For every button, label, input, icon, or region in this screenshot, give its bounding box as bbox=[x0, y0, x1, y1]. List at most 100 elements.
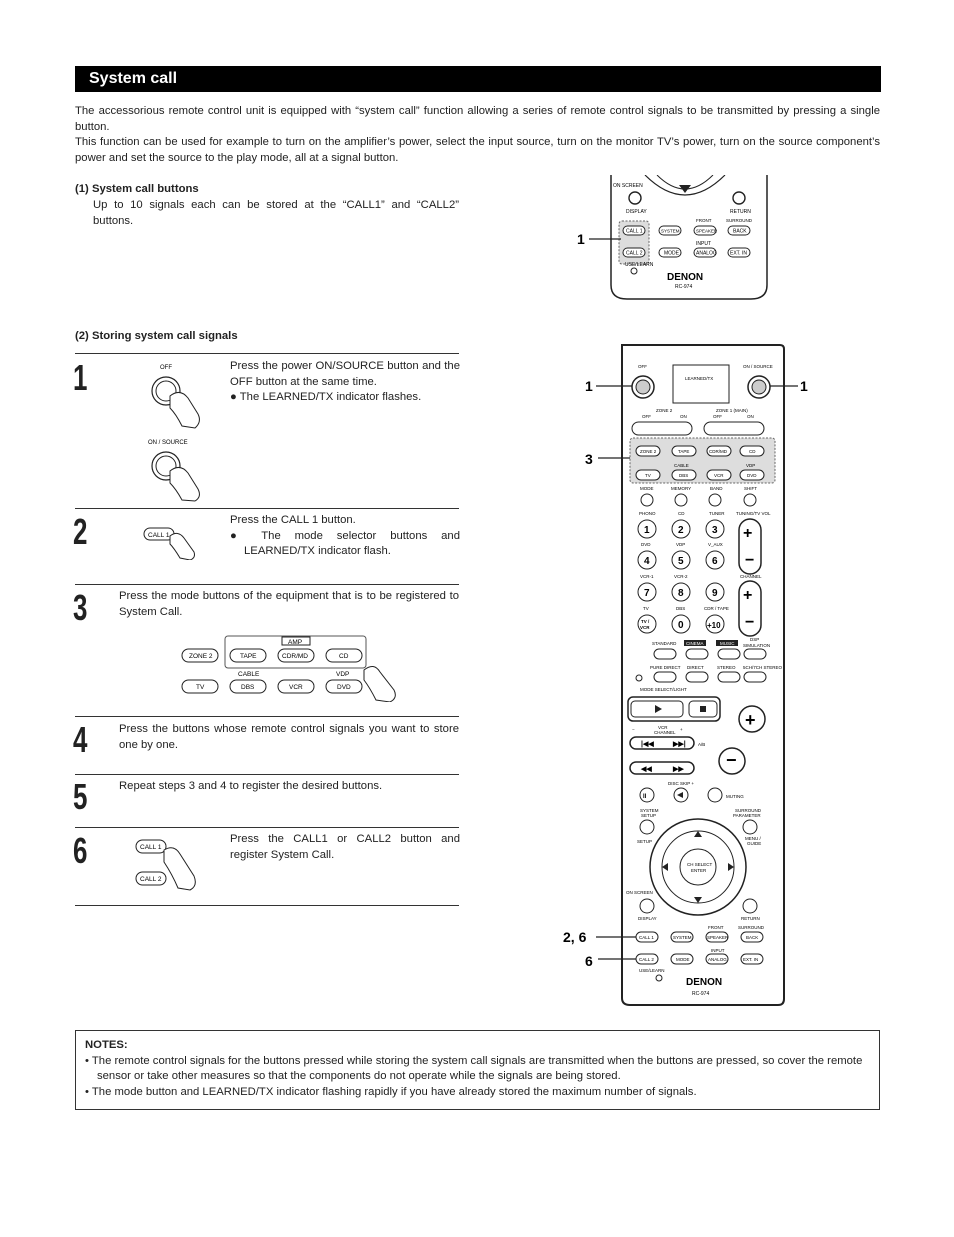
svg-text:▶▶|: ▶▶| bbox=[672, 741, 686, 748]
svg-text:SHIFT: SHIFT bbox=[744, 486, 757, 491]
step-divider bbox=[75, 774, 459, 775]
svg-text:5: 5 bbox=[678, 556, 684, 567]
svg-text:SPEAKER: SPEAKER bbox=[707, 935, 729, 940]
remote-control-figure: OFF ON / SOURCE LEARNED/TX ZONE 2 ZONE 1 … bbox=[563, 344, 808, 1006]
svg-text:VCR: VCR bbox=[714, 473, 724, 478]
remote-call-buttons-figure: ON SCREEN DISPLAY RETURN FRONT SURROUND … bbox=[577, 175, 768, 300]
svg-text:−: − bbox=[745, 552, 754, 569]
svg-text:CABLE: CABLE bbox=[674, 463, 689, 468]
svg-text:EXT. IN: EXT. IN bbox=[730, 251, 747, 257]
svg-text:ON / SOURCE: ON / SOURCE bbox=[743, 364, 773, 369]
svg-text:SETUP: SETUP bbox=[641, 813, 656, 818]
svg-text:INPUT: INPUT bbox=[711, 948, 725, 953]
svg-text:DISC SKIP +: DISC SKIP + bbox=[668, 781, 694, 786]
svg-text:CALL 2: CALL 2 bbox=[639, 957, 654, 962]
svg-text:ZONE 2: ZONE 2 bbox=[656, 408, 673, 413]
step-number: 1 bbox=[73, 357, 88, 398]
svg-text:MUSIC: MUSIC bbox=[720, 641, 735, 646]
callout-3: 3 bbox=[585, 451, 593, 467]
svg-text:RETURN: RETURN bbox=[730, 209, 751, 215]
svg-text:−: − bbox=[726, 750, 737, 770]
svg-text:OFF: OFF bbox=[713, 414, 722, 419]
remote-brand: DENON bbox=[686, 977, 722, 988]
step-number: 4 bbox=[73, 719, 88, 760]
svg-text:DVD: DVD bbox=[747, 473, 757, 478]
cdr-md-label: CDR/MD bbox=[282, 653, 308, 660]
note-item: • The mode button and LEARNED/TX indicat… bbox=[85, 1085, 697, 1098]
svg-text:TUNER: TUNER bbox=[709, 511, 725, 516]
svg-text:CD: CD bbox=[678, 511, 685, 516]
svg-text:ZONE 1 (MAIN): ZONE 1 (MAIN) bbox=[716, 408, 748, 413]
step-4-text: Press the buttons whose remote control s… bbox=[119, 723, 459, 751]
svg-text:CDR/MD: CDR/MD bbox=[709, 449, 728, 454]
svg-text:CALL 1: CALL 1 bbox=[626, 229, 643, 235]
svg-text:CALL 1: CALL 1 bbox=[639, 935, 654, 940]
step-divider bbox=[75, 508, 459, 509]
svg-text:SYSTEM: SYSTEM bbox=[640, 808, 659, 813]
svg-text:DISPLAY: DISPLAY bbox=[626, 209, 647, 215]
notes-box: NOTES: • The remote control signals for … bbox=[75, 1030, 880, 1110]
svg-text:TAPE: TAPE bbox=[678, 449, 689, 454]
svg-text:PURE DIRECT: PURE DIRECT bbox=[650, 665, 681, 670]
note-item-text: The remote control signals for the butto… bbox=[91, 1054, 863, 1083]
call-buttons-illustration: CALL 1 CALL 2 bbox=[135, 839, 196, 891]
svg-text:MODE SELECT/LIGHT: MODE SELECT/LIGHT bbox=[640, 687, 687, 692]
svg-text:MODE: MODE bbox=[676, 957, 690, 962]
svg-text:DBS: DBS bbox=[676, 606, 685, 611]
svg-text:PHONO: PHONO bbox=[639, 511, 656, 516]
svg-text:CINEMA: CINEMA bbox=[686, 641, 704, 646]
step-divider bbox=[75, 584, 459, 585]
svg-text:0: 0 bbox=[678, 620, 684, 631]
svg-text:TV: TV bbox=[645, 473, 651, 478]
note-item: • The remote control signals for the but… bbox=[85, 1054, 863, 1083]
tape-label: TAPE bbox=[240, 653, 257, 660]
svg-text:BACK: BACK bbox=[746, 935, 758, 940]
step-3-text: Press the mode buttons of the equipment … bbox=[119, 590, 459, 618]
intro-paragraph-2: This function can be used for example to… bbox=[75, 136, 880, 164]
svg-text:DISPLAY: DISPLAY bbox=[638, 916, 657, 921]
callout-1: 1 bbox=[577, 231, 585, 247]
svg-text:A/B: A/B bbox=[698, 742, 705, 747]
svg-text:OFF: OFF bbox=[638, 364, 647, 369]
svg-text:|◀◀: |◀◀ bbox=[641, 741, 654, 748]
call2-label: CALL 2 bbox=[140, 876, 162, 883]
svg-text:DIRECT: DIRECT bbox=[687, 665, 704, 670]
dbs-label: DBS bbox=[241, 684, 255, 691]
svg-text:3: 3 bbox=[712, 525, 718, 536]
svg-text:7: 7 bbox=[644, 588, 650, 599]
svg-text:VCR-2: VCR-2 bbox=[674, 574, 688, 579]
step-1-text: Press the power ON/SOURCE button and the… bbox=[230, 359, 460, 406]
callout-1-left: 1 bbox=[585, 378, 593, 394]
step-divider bbox=[75, 905, 459, 906]
svg-text:◀◀: ◀◀ bbox=[640, 766, 652, 773]
svg-text:MEMORY: MEMORY bbox=[671, 486, 691, 491]
step-instruction: Press the CALL 1 button. bbox=[230, 514, 356, 526]
step-number: 2 bbox=[73, 511, 88, 552]
svg-text:9: 9 bbox=[712, 588, 718, 599]
step-number: 3 bbox=[73, 587, 88, 628]
svg-text:BACK: BACK bbox=[733, 229, 747, 235]
section-title: System call bbox=[75, 66, 881, 92]
svg-text:SETUP: SETUP bbox=[637, 839, 652, 844]
svg-text:DVD: DVD bbox=[641, 542, 651, 547]
svg-text:BAND: BAND bbox=[710, 486, 723, 491]
svg-text:ON: ON bbox=[747, 414, 754, 419]
svg-text:DSP: DSP bbox=[750, 637, 759, 642]
step-number: 6 bbox=[73, 830, 88, 871]
svg-text:VCR-1: VCR-1 bbox=[640, 574, 654, 579]
svg-text:8: 8 bbox=[678, 588, 684, 599]
svg-text:CHANNEL: CHANNEL bbox=[740, 574, 762, 579]
svg-text:ZONE 2: ZONE 2 bbox=[640, 449, 657, 454]
call1-label: CALL 1 bbox=[140, 844, 162, 851]
svg-text:SYSTEM: SYSTEM bbox=[661, 229, 680, 234]
svg-text:LEARNED/TX: LEARNED/TX bbox=[685, 376, 713, 381]
svg-text:CH SELECT: CH SELECT bbox=[687, 862, 713, 867]
svg-text:+: + bbox=[745, 710, 756, 730]
svg-text:EXT. IN: EXT. IN bbox=[743, 957, 758, 962]
svg-text:ON SCREEN: ON SCREEN bbox=[626, 890, 653, 895]
subsection-1-text: Up to 10 signals each can be stored at t… bbox=[93, 199, 459, 227]
svg-text:5CH/7CH STEREO: 5CH/7CH STEREO bbox=[743, 665, 783, 670]
step-bullet-text: The LEARNED/TX indicator flashes. bbox=[239, 391, 422, 403]
svg-text:4: 4 bbox=[644, 556, 650, 567]
step-6-text: Press the CALL1 or CALL2 button and regi… bbox=[230, 833, 460, 861]
